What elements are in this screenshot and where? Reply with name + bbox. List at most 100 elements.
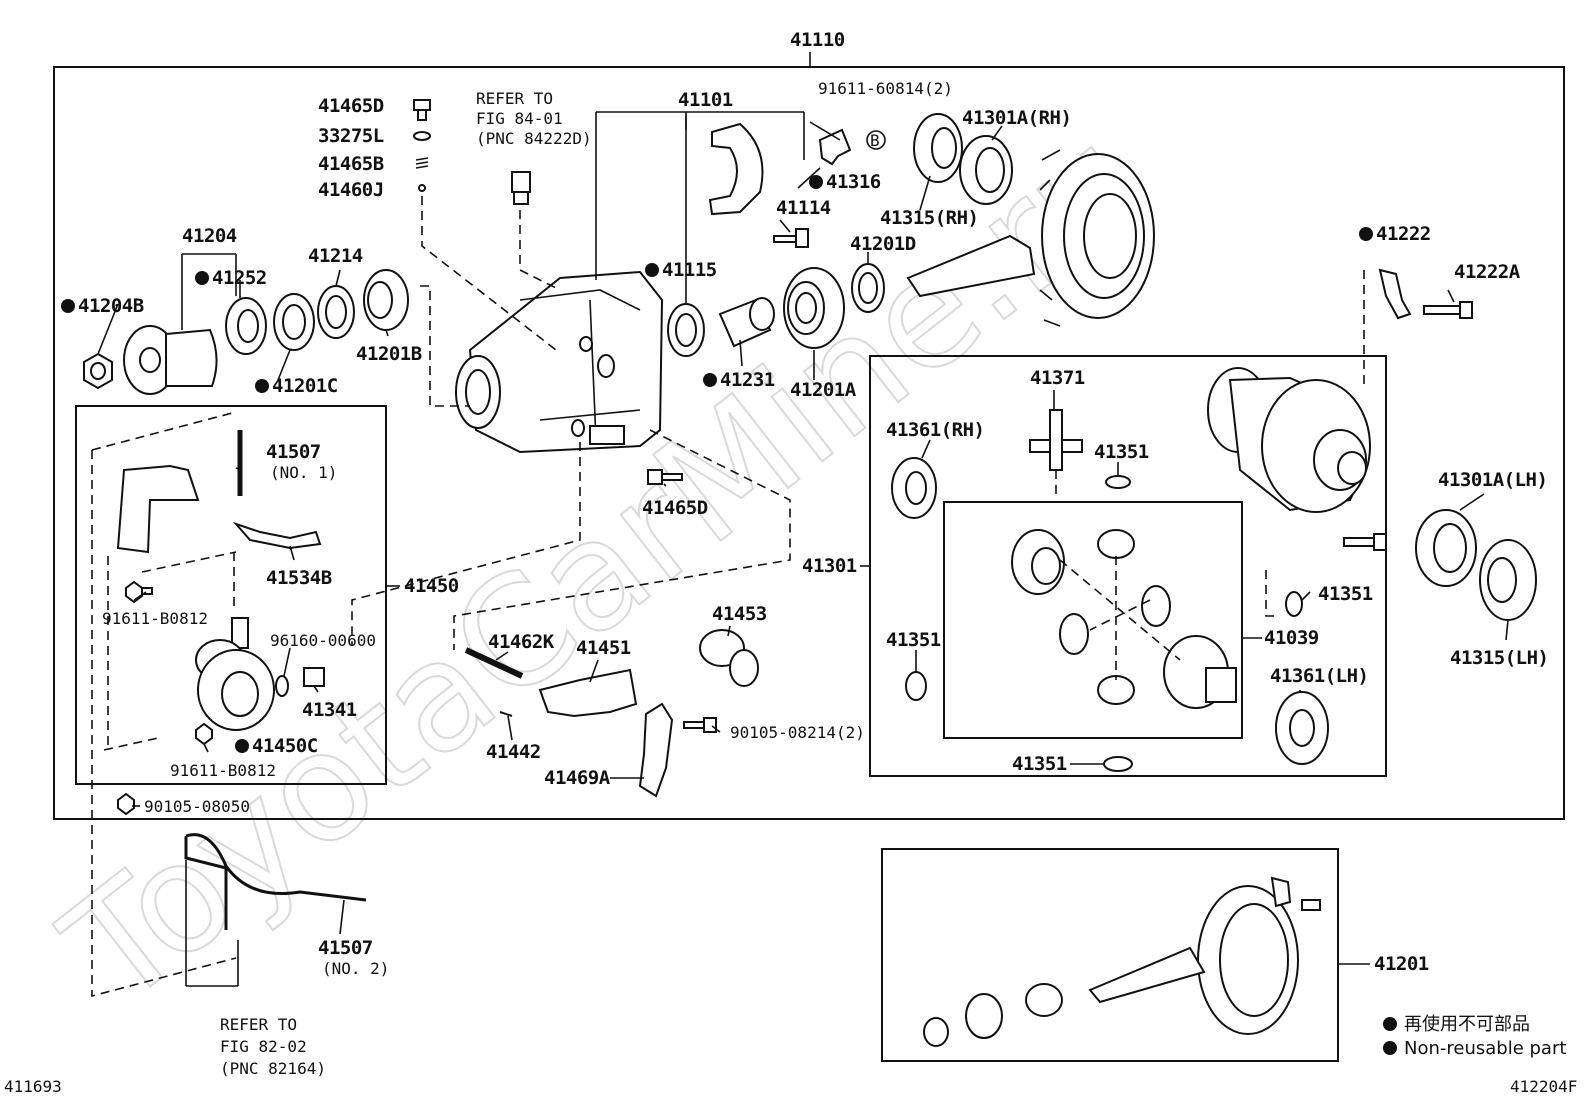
label-41351-c: 41351 [886, 629, 941, 651]
leader-lines [97, 121, 1509, 965]
corner-id-right: 412204F [1510, 1077, 1577, 1096]
pinion-gear-right [1141, 585, 1171, 627]
legend-dot [1383, 1041, 1397, 1055]
corner-id-left: 411693 [4, 1077, 62, 1096]
label-41507-no2: 41507 [318, 937, 373, 959]
differential-gears-box [943, 501, 1243, 739]
shaft-41462k [464, 647, 524, 679]
washer-41351-a [1105, 475, 1131, 489]
label-41301a-lh: 41301A(LH) [1438, 469, 1547, 491]
bolt-41222a [1423, 301, 1473, 319]
label-41201: 41201 [1374, 953, 1429, 975]
legend-dot [1383, 1017, 1397, 1031]
washer-41351-d [1103, 756, 1133, 772]
bolt-90105-08214 [683, 717, 717, 733]
ring-pinion-kit-box [881, 848, 1339, 1062]
non-reusable-dot [195, 271, 209, 285]
non-reusable-dot [61, 299, 75, 313]
label-41453: 41453 [712, 603, 767, 625]
main-assembly-frame [53, 66, 1565, 820]
refer-top-line2: FIG 84-01 [476, 109, 563, 128]
switch-refer [511, 171, 531, 205]
label-41315-lh: 41315(LH) [1450, 647, 1548, 669]
label-41252: 41252 [212, 267, 267, 289]
bolt-41465d-mid [647, 469, 683, 485]
plug-stack [413, 99, 431, 192]
label-41351-b: 41351 [1318, 583, 1373, 605]
bolt-90105-08050 [117, 792, 135, 816]
washer-41351-b [905, 671, 927, 701]
actuator-subassembly-box [75, 405, 387, 785]
label-41222a: 41222A [1454, 261, 1521, 283]
bracket-41534b [232, 521, 322, 550]
label-90105-08050: 90105-08050 [144, 797, 250, 816]
label-41351-d: 41351 [1012, 753, 1067, 775]
circled-b-label: B [870, 131, 880, 150]
label-41465d-top: 41465D [318, 95, 384, 117]
label-41301: 41301 [802, 555, 857, 577]
label-41442: 41442 [486, 741, 541, 763]
label-41450c: 41450C [252, 735, 318, 757]
refer-top-line3: (PNC 84222D) [476, 129, 592, 148]
label-41101: 41101 [678, 89, 733, 111]
label-41115: 41115 [662, 259, 717, 281]
non-reusable-dot [645, 263, 659, 277]
kit-ring-gear [1088, 885, 1299, 1035]
legend-en: Non-reusable part [1404, 1038, 1566, 1059]
label-33275l: 33275L [318, 125, 384, 147]
label-41361-lh: 41361(LH) [1270, 665, 1368, 687]
label-41534b: 41534B [266, 567, 332, 589]
lock-plate-41222 [1378, 268, 1412, 320]
label-41039: 41039 [1264, 627, 1319, 649]
kit-lock-plate [1270, 876, 1292, 908]
refer-bottom-line3: (PNC 82164) [220, 1059, 326, 1078]
kit-bearing [965, 993, 1003, 1039]
refer-bottom-line1: REFER TO [220, 1015, 297, 1034]
label-41507-no1-sub: (NO. 1) [270, 463, 337, 482]
bolt-41114 [773, 228, 809, 248]
label-41201d: 41201D [850, 233, 916, 255]
label-41460j: 41460J [318, 179, 384, 201]
label-91611-b0812-b: 91611-B0812 [170, 761, 276, 780]
kit-nut [923, 1017, 949, 1047]
part-labels: 41110 41101 91611-60814(2) 41301A(RH) 41… [61, 29, 1549, 1078]
companion-flange [123, 325, 218, 395]
differential-carrier-housing [455, 270, 664, 454]
bolt-91611-b0812-a [125, 580, 153, 604]
label-41204b: 41204B [78, 295, 144, 317]
bolt-91611-b0812-b [195, 722, 213, 746]
label-91611-60814: 91611-60814(2) [818, 79, 953, 98]
label-90105-08214: 90105-08214(2) [730, 723, 865, 742]
actuator-cover [116, 464, 200, 554]
label-41465b: 41465B [318, 153, 384, 175]
label-41114: 41114 [776, 197, 831, 219]
label-41204: 41204 [182, 225, 237, 247]
side-gear-left [1011, 529, 1065, 595]
label-41361-rh: 41361(RH) [886, 419, 984, 441]
label-91611-b0812-a: 91611-B0812 [102, 609, 208, 628]
lever-41469a [638, 702, 674, 798]
label-41110: 41110 [790, 29, 845, 51]
pin-41442 [499, 711, 513, 717]
differential-case [1207, 367, 1371, 513]
label-41222: 41222 [1376, 223, 1431, 245]
non-reusable-dot [235, 739, 249, 753]
pinion-gear-bottom [1097, 675, 1135, 705]
bracket-bolt-b: B [818, 128, 886, 166]
label-41341: 41341 [302, 699, 357, 721]
pinion-gear-left [1059, 613, 1089, 655]
legend-jp: 再使用不可部品 [1404, 1014, 1530, 1035]
bearing-41341 [303, 667, 325, 687]
label-41214: 41214 [308, 245, 363, 267]
label-41465d-mid: 41465D [642, 497, 708, 519]
pinion-shaft-cross [1029, 409, 1083, 471]
washer-41351-c [1285, 591, 1303, 617]
kit-bolt [1301, 899, 1321, 911]
sleeve-41453 [699, 629, 759, 687]
label-41450: 41450 [404, 575, 459, 597]
pinion-gear-top [1097, 529, 1135, 559]
label-41201b: 41201B [356, 343, 422, 365]
label-41315-rh: 41315(RH) [880, 207, 978, 229]
label-41316: 41316 [826, 171, 881, 193]
